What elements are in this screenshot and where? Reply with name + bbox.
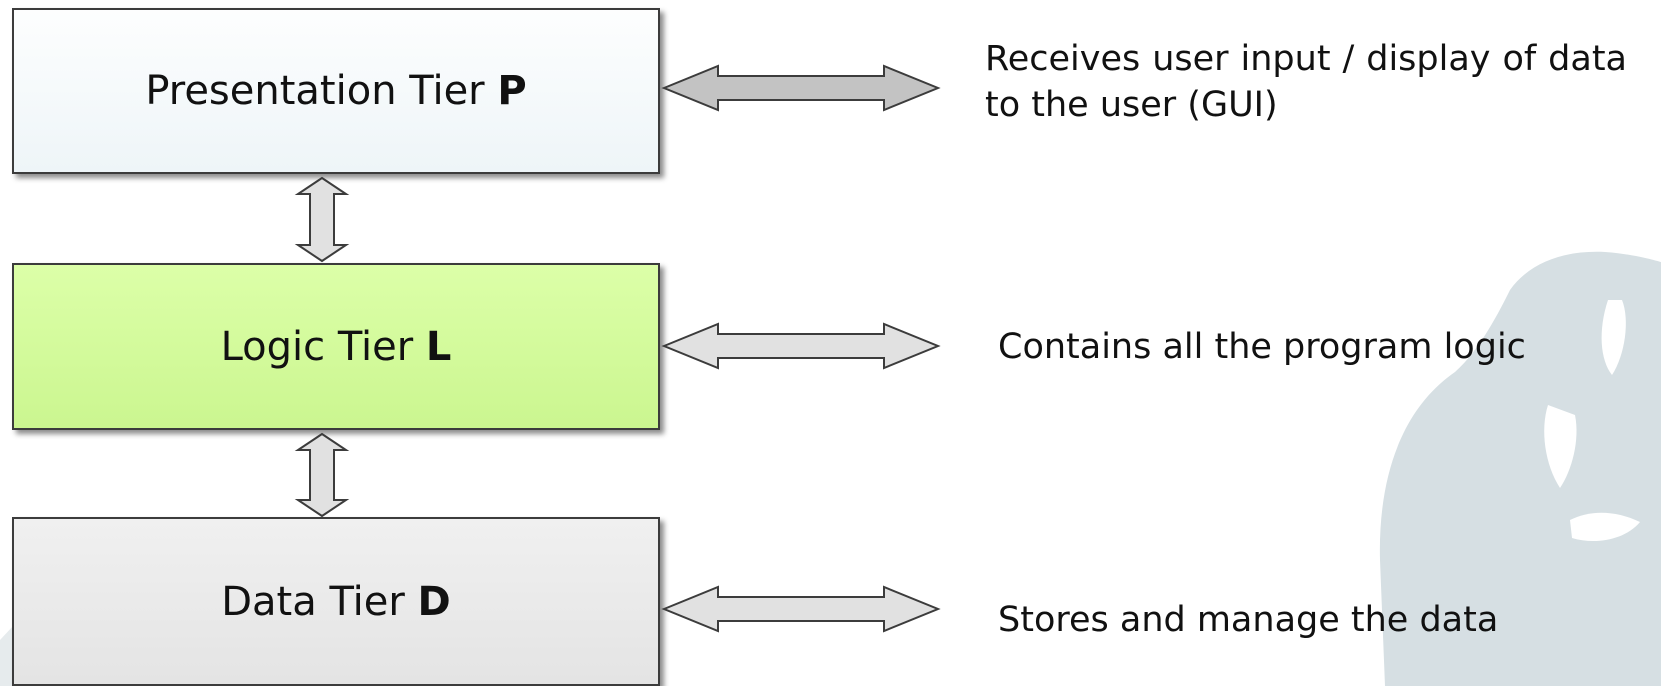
data-tier-label: Data Tier D (221, 579, 451, 625)
logic-horizontal-double-arrow (661, 322, 941, 370)
logic-tier-text: Logic Tier (220, 323, 414, 370)
data-tier-box: Data Tier D (12, 517, 660, 686)
data-tier-text: Data Tier (221, 578, 405, 625)
logic-tier-description: Contains all the program logic (998, 327, 1526, 367)
presentation-tier-description: Receives user input / display of data to… (985, 39, 1627, 125)
presentation-tier-label: Presentation Tier P (145, 68, 526, 114)
presentation-tier-text: Presentation Tier (145, 68, 485, 114)
data-tier-description: Stores and manage the data (998, 600, 1499, 640)
presentation-horizontal-double-arrow (661, 64, 941, 112)
logic-tier-box: Logic Tier L (12, 263, 660, 430)
presentation-tier-box: Presentation Tier P (12, 8, 660, 174)
presentation-tier-letter: P (497, 68, 527, 114)
data-tier-letter: D (417, 578, 451, 625)
logic-tier-letter: L (425, 323, 452, 370)
logic-data-vertical-double-arrow (294, 432, 350, 518)
logic-tier-label: Logic Tier L (221, 324, 452, 370)
presentation-logic-vertical-double-arrow (294, 176, 350, 263)
data-horizontal-double-arrow (661, 585, 941, 633)
